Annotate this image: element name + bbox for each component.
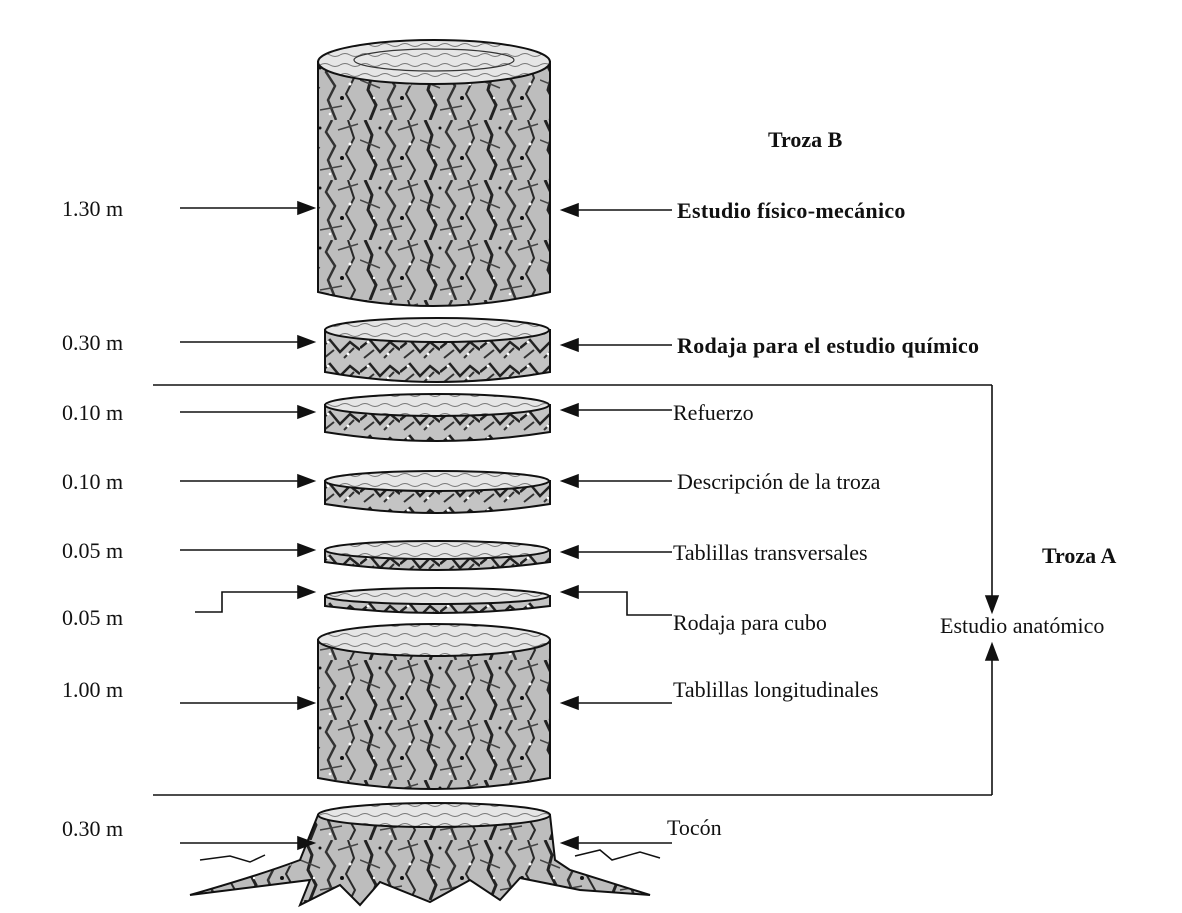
part-label: Rodaja para el estudio químico	[677, 333, 979, 358]
measure-label: 0.30 m	[62, 330, 123, 355]
disc-refuerzo	[325, 394, 550, 441]
part-label: Estudio físico-mecánico	[677, 198, 906, 223]
disc-transversales	[325, 541, 550, 570]
part-label: Tablillas longitudinales	[673, 677, 879, 702]
part-label: Refuerzo	[673, 400, 754, 425]
right-arrows	[562, 204, 672, 849]
measure-label: 0.05 m	[62, 605, 123, 630]
part-label: Rodaja para cubo	[673, 610, 827, 635]
measure-label: 1.00 m	[62, 677, 123, 702]
estudio-anatomico-label: Estudio anatómico	[940, 613, 1104, 638]
measure-label: 0.10 m	[62, 400, 123, 425]
measure-label: 0.30 m	[62, 816, 123, 841]
measure-label: 1.30 m	[62, 196, 123, 221]
disc-cubo	[325, 588, 550, 613]
troza-a-label: Troza A	[1042, 543, 1116, 568]
troza-b-log	[318, 40, 550, 306]
part-label: Tablillas transversales	[673, 540, 868, 565]
troza-a-log	[318, 624, 550, 789]
measure-label: 0.10 m	[62, 469, 123, 494]
part-label: Descripción de la troza	[677, 469, 881, 494]
troza-b-label: Troza B	[768, 127, 843, 152]
stump	[190, 803, 660, 905]
measure-label: 0.05 m	[62, 538, 123, 563]
part-label: Tocón	[667, 815, 722, 840]
left-arrows	[180, 202, 314, 849]
disc-quimico	[325, 318, 550, 382]
disc-descripcion	[325, 471, 550, 513]
